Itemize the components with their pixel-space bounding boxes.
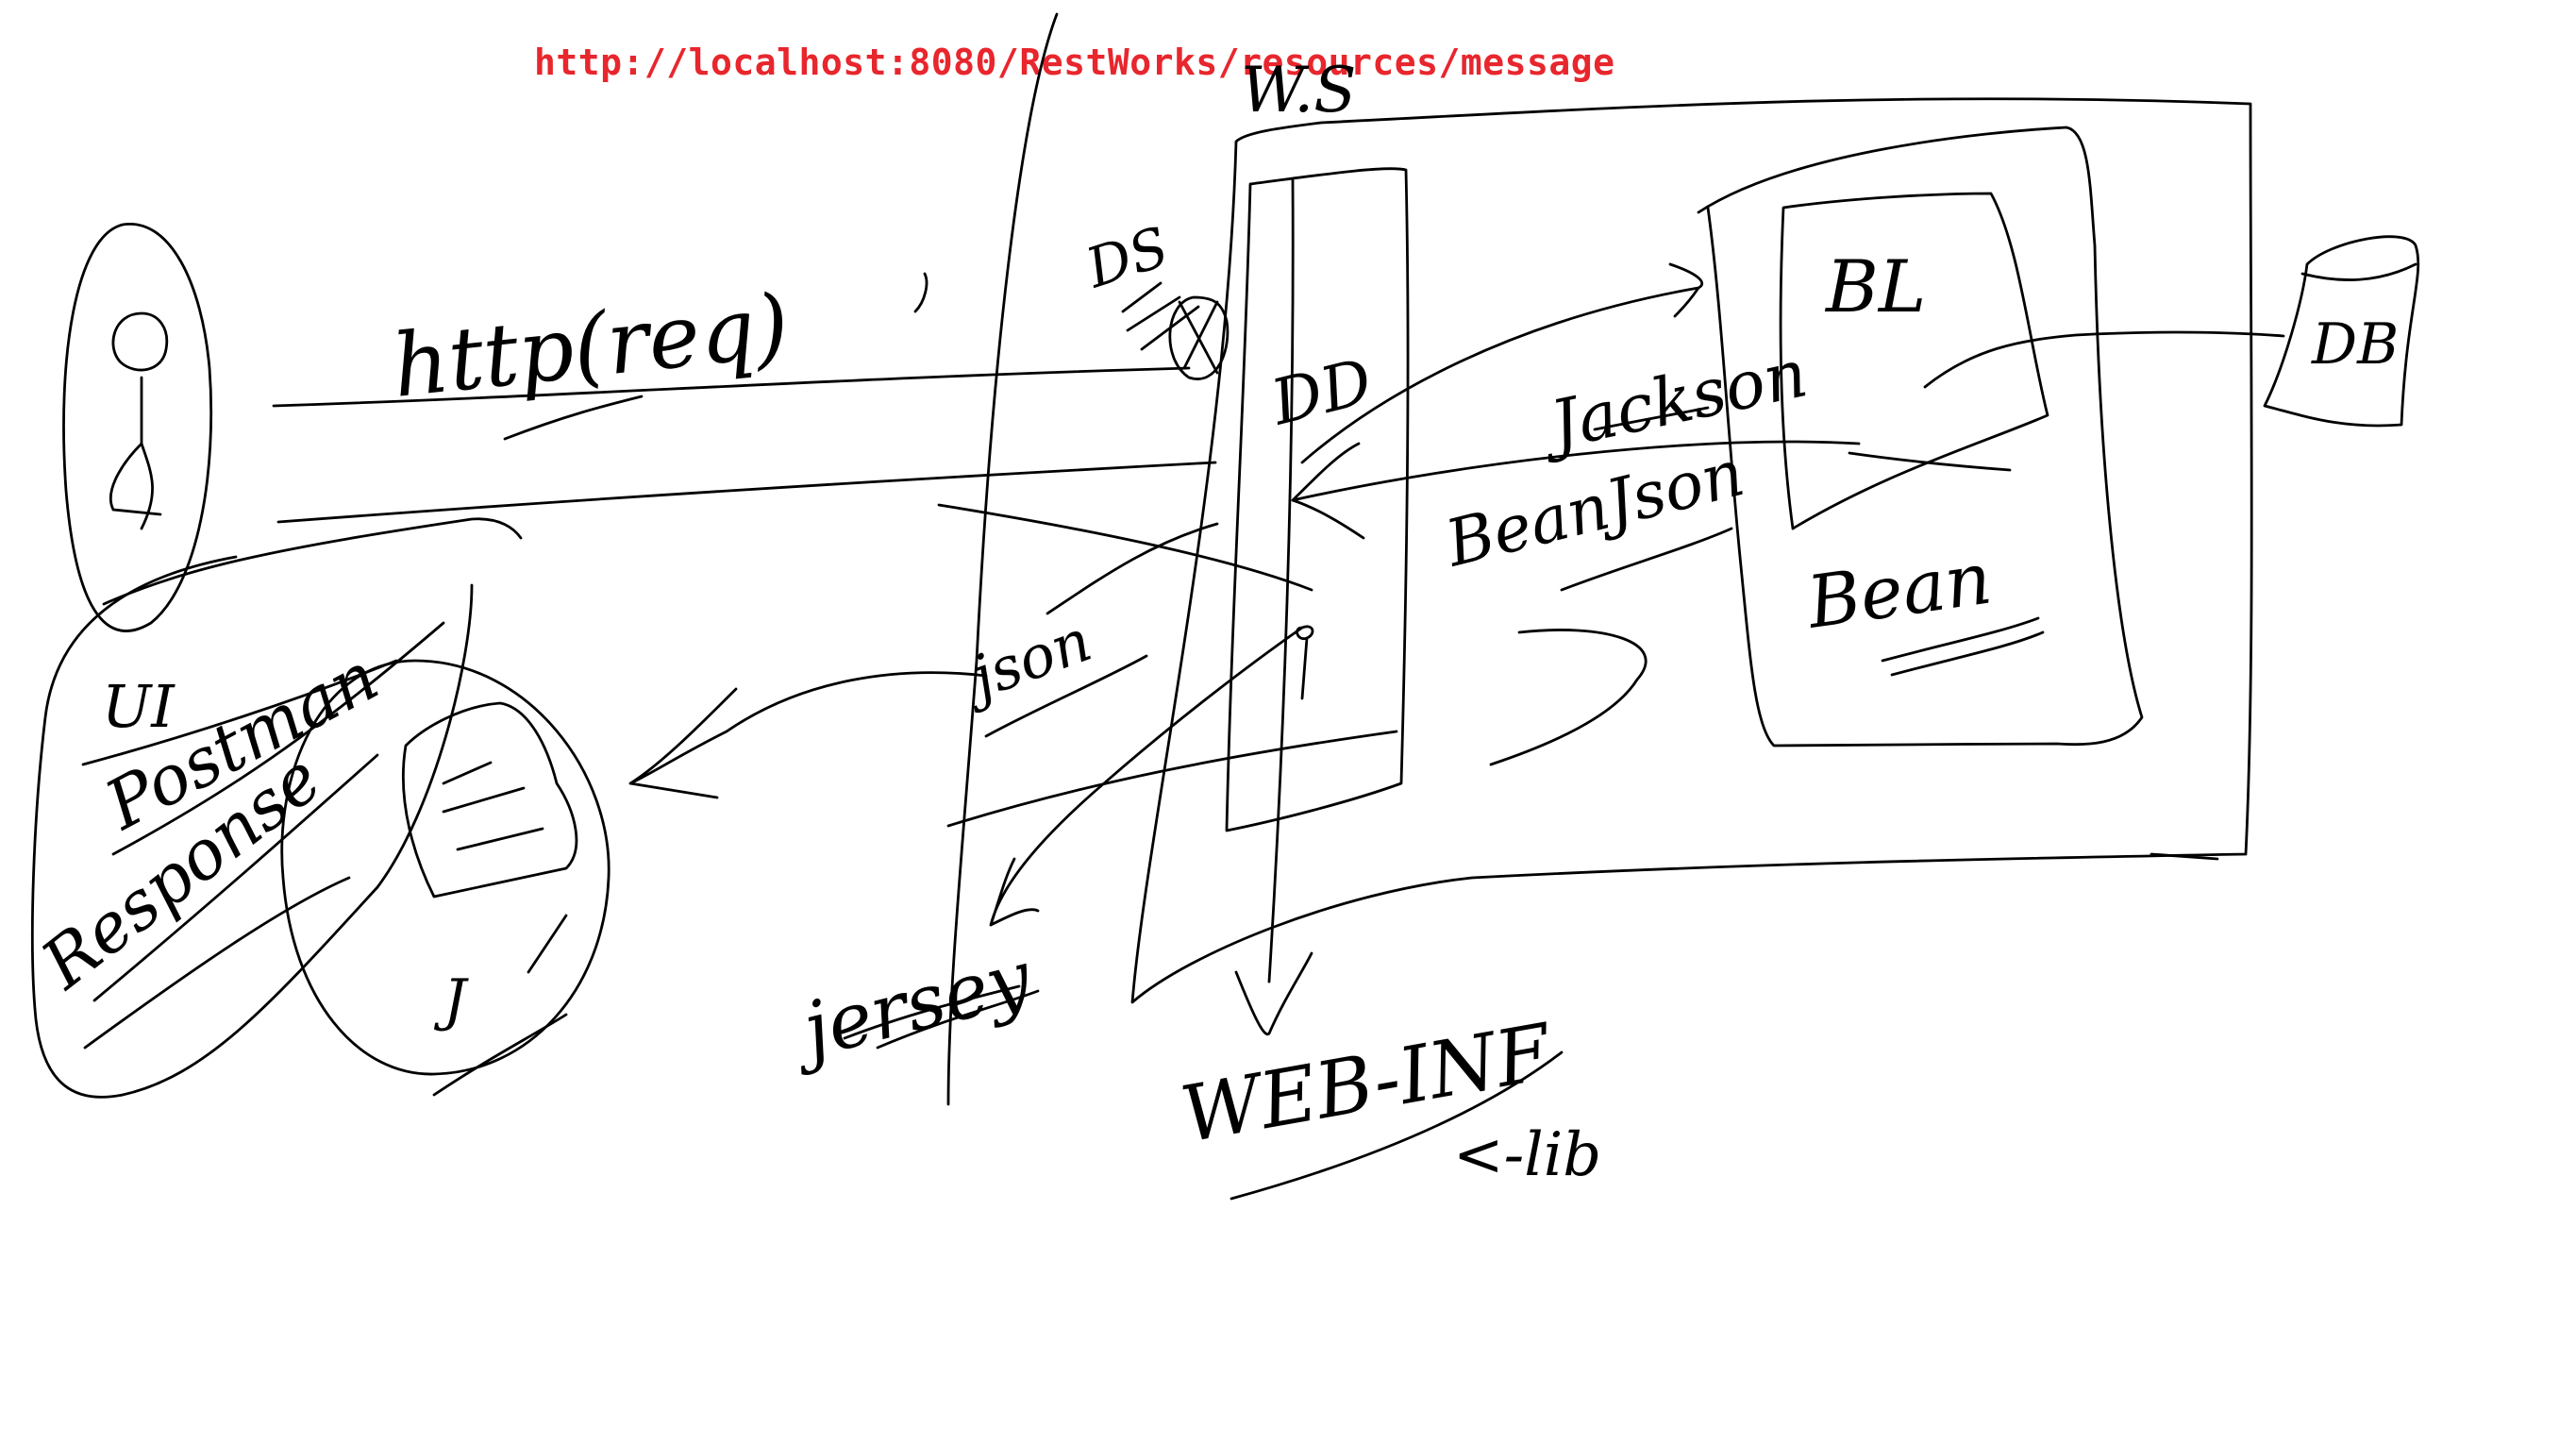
dd-column-axis — [1234, 177, 1313, 1036]
jersey-label: jersey — [781, 933, 1042, 1078]
response-circle — [280, 659, 611, 1076]
p-circle — [1296, 625, 1314, 700]
bean-json-label: BeanJson — [1437, 436, 1751, 582]
jersey-underline — [843, 984, 1040, 1050]
request-line — [272, 366, 1191, 408]
http-req-underline — [503, 272, 928, 441]
user-head-icon — [111, 311, 169, 372]
lib-label: <-lib — [1453, 1120, 1601, 1190]
ui-label: UI — [102, 672, 176, 741]
bl-underline — [1848, 451, 2012, 472]
web-inf-underline — [1229, 1050, 1564, 1201]
jersey-arrow — [989, 626, 1304, 927]
document-icon — [402, 701, 578, 899]
ws-label: W.S — [1241, 54, 1357, 126]
ds-circle — [1168, 295, 1229, 380]
bean-json-underline — [1560, 527, 1733, 592]
cross-line-3 — [946, 730, 1398, 828]
cross-line-1 — [937, 503, 1313, 592]
j-underline — [432, 914, 568, 1097]
bl-label: BL — [1824, 244, 1926, 328]
ds-label: DS — [1078, 214, 1176, 301]
inner-service-box — [1697, 126, 2144, 748]
response-line — [276, 461, 1217, 524]
response-underline-2 — [83, 876, 351, 1050]
jackson-underline — [1593, 406, 1710, 431]
bean-underline — [1881, 616, 2045, 677]
ui-client-top-line — [102, 517, 523, 606]
dd-label: DD — [1263, 344, 1379, 440]
json-return-arrow — [628, 671, 988, 799]
web-server-bottom-line — [2149, 852, 2219, 861]
url-label: http://localhost:8080/RestWorks/resource… — [534, 42, 1615, 83]
cross-line-2 — [1045, 522, 1219, 615]
jackson-arrow — [1300, 262, 1704, 464]
j-label: J — [433, 967, 469, 1033]
db-connection-line — [1923, 330, 2285, 389]
web-server-box — [1130, 97, 2253, 1004]
user-body-icon — [109, 376, 162, 530]
json-underline — [984, 654, 1148, 738]
db-cylinder-icon — [2263, 235, 2420, 428]
bean-label: Bean — [1800, 536, 1997, 646]
bean-json-return-arrow — [1489, 629, 1648, 766]
postman-underline — [111, 621, 445, 856]
bean-to-dd-arrow — [1291, 440, 1861, 540]
server-boundary-line — [946, 12, 1059, 1106]
client-user-outline — [62, 223, 213, 632]
ui-client-outline — [30, 555, 474, 1099]
bl-box — [1779, 192, 2049, 530]
ds-hatch — [1121, 281, 1200, 351]
http-req-label: http(req) — [388, 275, 794, 416]
response-underline — [92, 753, 379, 1002]
db-label: DB — [2311, 311, 2399, 378]
dd-column-box — [1225, 167, 1410, 832]
